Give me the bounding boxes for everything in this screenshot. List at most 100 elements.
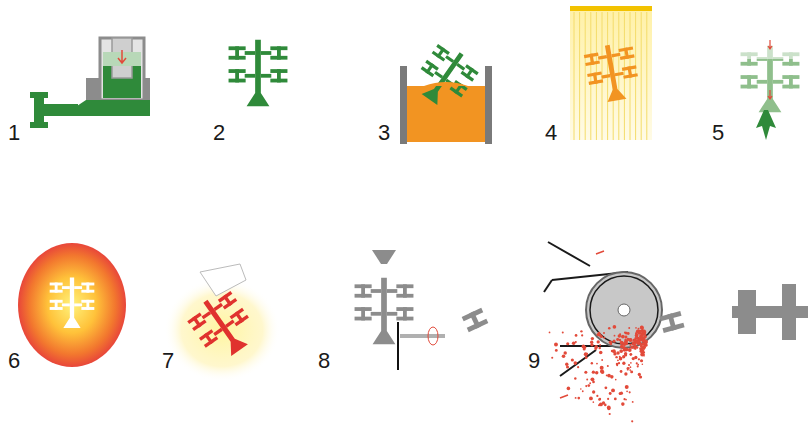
spark xyxy=(639,343,641,345)
spark xyxy=(628,327,630,329)
spark xyxy=(637,364,639,366)
spark xyxy=(638,331,642,335)
spark xyxy=(629,338,633,342)
spark xyxy=(617,359,619,361)
spark xyxy=(566,342,569,345)
spark xyxy=(577,397,580,400)
spark xyxy=(574,362,576,364)
spark xyxy=(598,347,600,349)
spark xyxy=(599,351,602,354)
spark xyxy=(631,420,633,422)
spark xyxy=(637,365,639,367)
spark xyxy=(642,345,646,349)
spark xyxy=(551,357,553,359)
spark xyxy=(608,327,611,330)
spark xyxy=(621,402,625,406)
spark xyxy=(574,377,576,379)
spark xyxy=(625,399,627,401)
spark xyxy=(583,348,586,351)
spark xyxy=(577,366,579,368)
spark xyxy=(641,330,645,334)
spark xyxy=(604,386,607,389)
slurry-dip xyxy=(400,39,492,144)
spark xyxy=(600,369,604,373)
spark xyxy=(607,406,611,410)
spark xyxy=(643,352,645,354)
spark xyxy=(604,404,607,407)
spark xyxy=(632,401,634,403)
spark xyxy=(621,335,625,339)
spark xyxy=(571,358,574,361)
spark xyxy=(590,341,593,344)
stucco-line xyxy=(641,12,642,140)
spark xyxy=(629,391,631,393)
spark xyxy=(643,340,645,342)
spark xyxy=(643,330,646,333)
spark xyxy=(603,332,605,334)
spark xyxy=(614,398,617,401)
step-number: 9 xyxy=(528,350,540,372)
spark xyxy=(593,401,595,403)
spark xyxy=(645,335,647,337)
step-number: 3 xyxy=(378,122,390,144)
spark xyxy=(642,330,646,334)
spark xyxy=(589,397,593,401)
spark xyxy=(591,362,593,364)
spark xyxy=(584,371,587,374)
spark xyxy=(630,366,632,368)
spark xyxy=(562,331,564,333)
spark xyxy=(629,353,632,356)
spark xyxy=(643,346,646,349)
spark xyxy=(582,390,584,392)
spark xyxy=(635,334,639,338)
step-number: 6 xyxy=(8,350,20,372)
spark xyxy=(613,325,617,329)
step-number: 2 xyxy=(213,122,225,144)
spark xyxy=(599,344,601,346)
spark xyxy=(612,349,616,353)
stucco-line xyxy=(574,12,575,140)
spark xyxy=(614,335,616,337)
grinding-belt xyxy=(544,242,685,422)
spark xyxy=(630,354,632,356)
spark xyxy=(630,370,633,373)
spark xyxy=(609,413,611,415)
spark xyxy=(635,327,637,329)
spark xyxy=(594,347,597,350)
spark xyxy=(643,355,645,357)
spark xyxy=(611,388,615,392)
spark xyxy=(596,333,599,336)
spark xyxy=(603,337,605,339)
spark xyxy=(640,359,643,362)
spark xyxy=(607,407,610,410)
spark xyxy=(639,375,642,378)
spark xyxy=(575,397,577,399)
spark xyxy=(612,340,615,343)
spark xyxy=(549,332,551,334)
spark xyxy=(606,375,608,377)
spark xyxy=(609,392,612,395)
spark xyxy=(640,336,643,339)
spark xyxy=(620,370,623,373)
spark xyxy=(615,356,617,358)
spark xyxy=(627,332,630,335)
spark xyxy=(639,343,641,345)
spark xyxy=(625,336,628,339)
spark xyxy=(620,392,623,395)
spark xyxy=(642,344,644,346)
spark xyxy=(554,343,558,347)
spark xyxy=(616,363,619,366)
metal-pour xyxy=(164,264,280,382)
spark xyxy=(592,390,595,393)
spark xyxy=(615,379,617,381)
stucco-line xyxy=(579,12,580,140)
spark xyxy=(642,363,644,365)
spark xyxy=(566,365,569,368)
spark xyxy=(591,377,595,381)
spark xyxy=(598,398,601,401)
spark xyxy=(640,350,643,353)
spark xyxy=(632,357,635,360)
spark xyxy=(637,328,639,330)
step-number: 4 xyxy=(545,122,557,144)
